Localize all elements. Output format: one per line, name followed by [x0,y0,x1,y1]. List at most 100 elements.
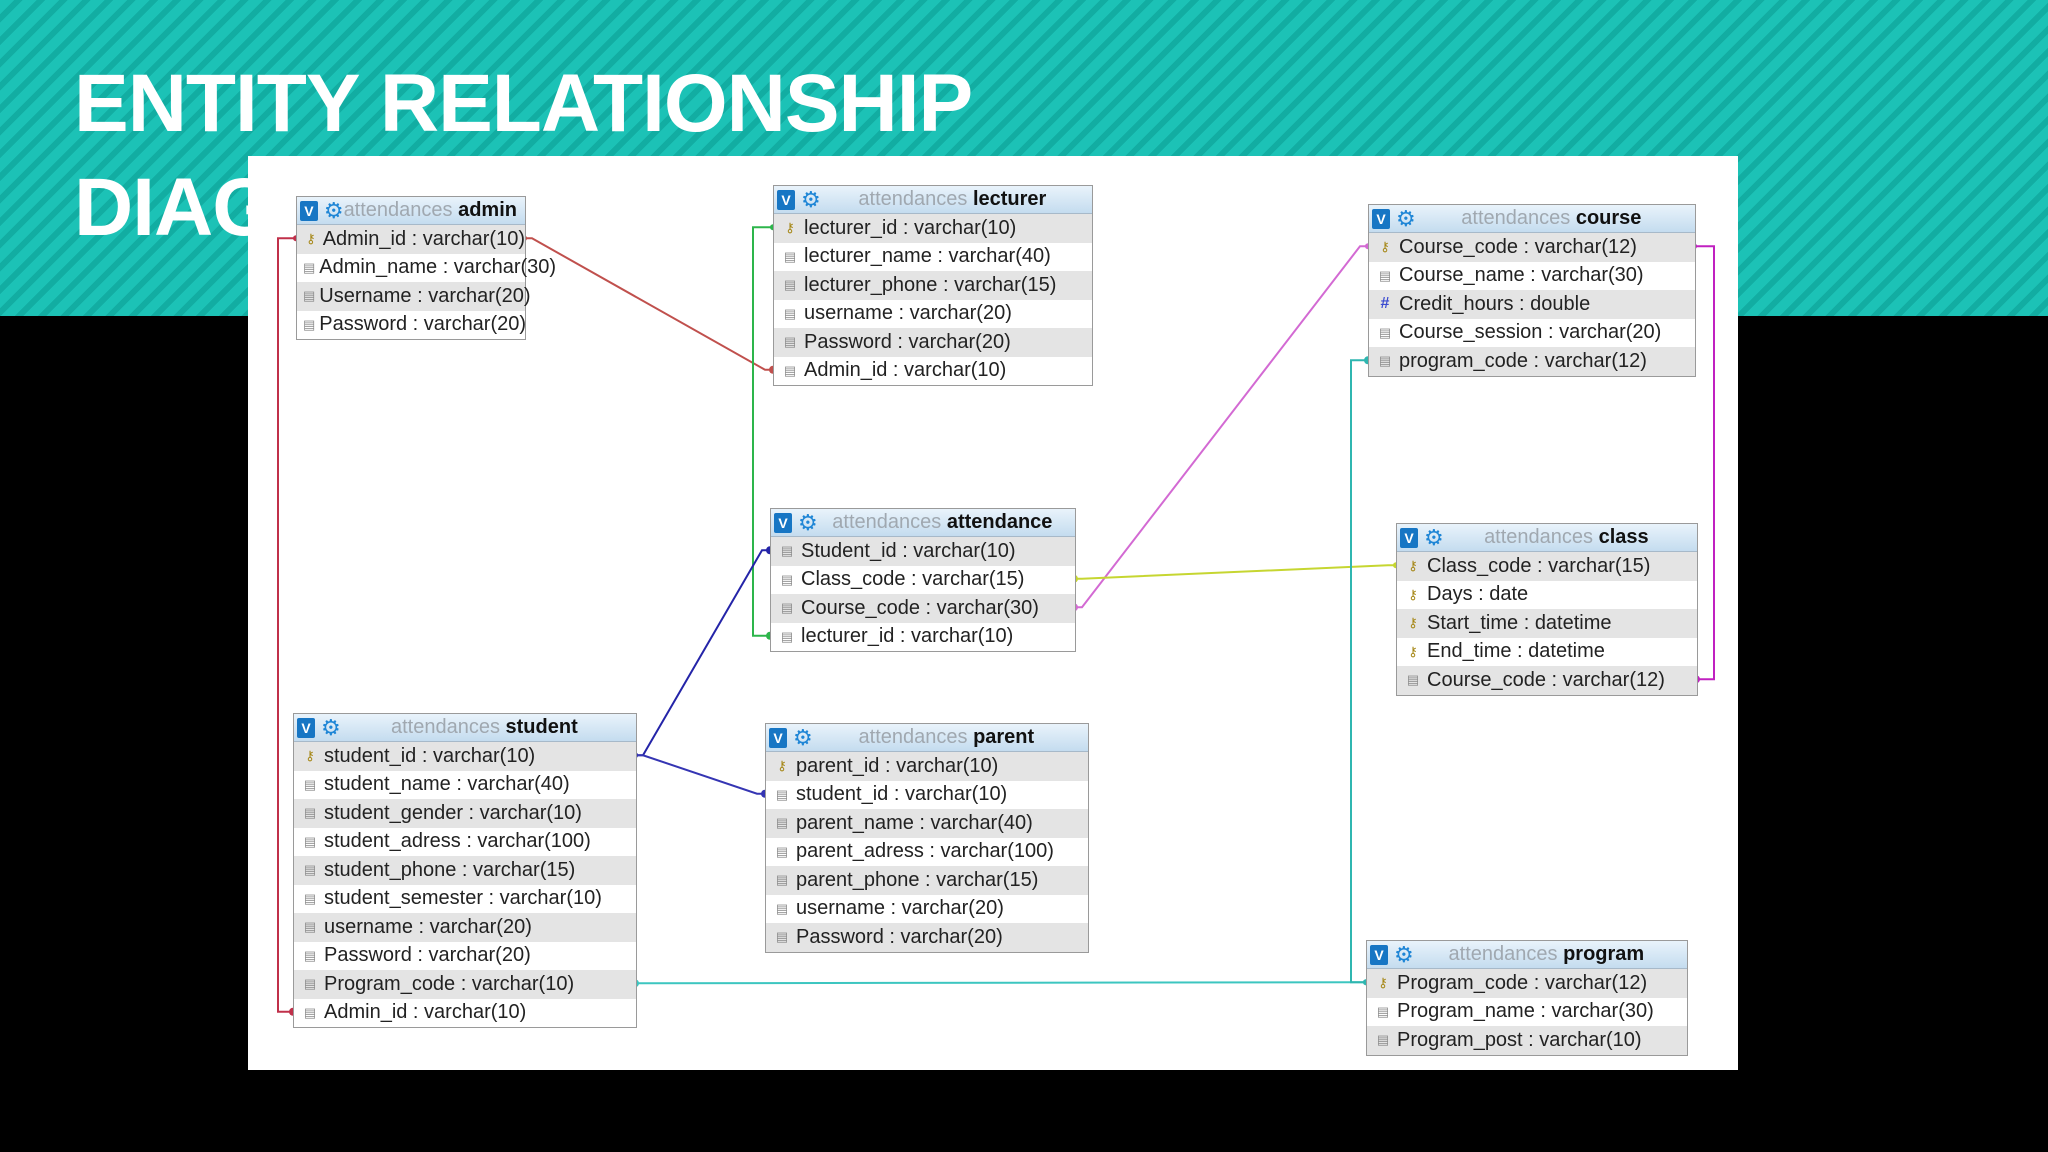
gear-icon[interactable]: ⚙ [321,714,341,740]
field-label: Password : varchar(20) [319,313,527,336]
field-row[interactable]: ▤Admin_id : varchar(10) [774,357,1092,386]
gear-icon[interactable]: ⚙ [793,724,813,750]
table-name: parent [973,726,1035,748]
field-row[interactable]: ▤Password : varchar(20) [294,942,636,971]
field-row[interactable]: ▤ Program_post : varchar(10) [1367,1026,1687,1055]
database-name: attendances [1448,943,1564,965]
key-icon: ⚷ [305,748,315,764]
table-attendance[interactable]: V⚙attendances attendance▤Student_id : va… [770,508,1076,652]
field-row[interactable]: ⚷Course_code : varchar(12) [1369,233,1695,262]
field-row[interactable]: ▤parent_phone : varchar(15) [766,866,1088,895]
field-row[interactable]: ⚷Admin_id : varchar(10) [297,225,525,254]
gear-icon[interactable]: ⚙ [1396,205,1416,231]
field-row[interactable]: ▤Class_code : varchar(15) [771,566,1075,595]
table-class[interactable]: V⚙attendances class⚷Class_code : varchar… [1396,523,1698,696]
field-label: Program_post : varchar(10) [1397,1028,1642,1051]
field-row[interactable]: ⚷parent_id : varchar(10) [766,752,1088,781]
field-row[interactable]: ▤student_phone : varchar(15) [294,856,636,885]
field-label: parent_phone : varchar(15) [796,868,1039,891]
field-row[interactable]: ▤lecturer_id : varchar(10) [771,623,1075,652]
table-header[interactable]: V⚙attendances program [1367,941,1687,969]
field-row[interactable]: ▤Password : varchar(20) [766,923,1088,952]
field-row[interactable]: ▤student_semester : varchar(10) [294,885,636,914]
v-toggle-icon[interactable]: V [300,200,318,221]
column-icon: ▤ [1376,1032,1390,1048]
field-label: Program_code : varchar(10) [324,972,575,995]
table-header[interactable]: V⚙attendances admin [297,197,525,225]
gear-icon[interactable]: ⚙ [798,509,818,535]
field-row[interactable]: ▤parent_name : varchar(40) [766,809,1088,838]
gear-icon[interactable]: ⚙ [1424,524,1444,550]
v-toggle-icon[interactable]: V [774,512,792,533]
column-icon: ▤ [780,543,794,559]
field-row[interactable]: ▤Student_id : varchar(10) [771,537,1075,566]
field-row[interactable]: ▤username : varchar(20) [774,300,1092,329]
field-row[interactable]: ▤student_adress : varchar(100) [294,828,636,857]
field-row[interactable]: ▤username : varchar(20) [766,895,1088,924]
field-label: Password : varchar(20) [796,925,1003,948]
table-name: attendance [946,511,1053,533]
v-toggle-icon[interactable]: V [1370,944,1388,965]
field-row[interactable]: ⚷Start_time : datetime [1397,609,1697,638]
table-header[interactable]: V⚙attendances course [1369,205,1695,233]
field-row[interactable]: ▤Course_name : varchar(30) [1369,262,1695,291]
field-row[interactable]: ⚷Class_code : varchar(15) [1397,552,1697,581]
field-row[interactable]: ⚷Days : date [1397,581,1697,610]
field-row[interactable]: ▤Course_session : varchar(20) [1369,319,1695,348]
table-header[interactable]: V ⚙attendances student [294,714,636,742]
field-row[interactable]: ▤lecturer_name : varchar(40) [774,243,1092,272]
field-row[interactable]: ▤program_code : varchar(12) [1369,347,1695,376]
field-row[interactable]: ▤Username : varchar(20) [297,282,530,311]
field-row[interactable]: ▤Course_code : varchar(30) [771,594,1075,623]
table-header[interactable]: V⚙attendances lecturer [774,186,1092,214]
v-toggle-icon[interactable]: V [777,189,795,210]
table-header[interactable]: V⚙attendances attendance [771,509,1075,537]
field-row[interactable]: ▤Program_name : varchar(30) [1367,998,1687,1027]
table-course[interactable]: V⚙attendances course⚷Course_code : varch… [1368,204,1696,377]
field-label: Admin_id : varchar(10) [322,227,525,250]
field-label: Class_code : varchar(15) [801,568,1025,591]
field-row[interactable]: ⚷Program_code : varchar(12) [1367,969,1687,998]
gear-icon[interactable]: ⚙ [801,186,821,212]
field-row[interactable]: ▤Admin_id : varchar(10) [294,999,636,1028]
field-row[interactable]: ▤student_id : varchar(10) [766,781,1088,810]
table-header[interactable]: V⚙attendances parent [766,724,1088,752]
field-label: lecturer_id : varchar(10) [801,625,1014,648]
table-header[interactable]: V⚙attendances class [1397,524,1697,552]
v-toggle-icon[interactable]: V [297,717,315,738]
field-label: Admin_id : varchar(10) [804,359,1007,382]
field-row[interactable]: ▤Course_code : varchar(12) [1397,666,1697,695]
column-icon: ▤ [775,815,789,831]
v-toggle-icon[interactable]: V [1400,527,1418,548]
field-row[interactable]: ▤student_name : varchar(40) [294,771,636,800]
field-row[interactable]: ▤parent_adress : varchar(100) [766,838,1088,867]
table-name: course [1575,207,1642,229]
field-row[interactable]: ▤Admin_name : varchar(30) [297,254,556,283]
field-label: Program_code : varchar(12) [1397,971,1648,994]
gear-icon[interactable]: ⚙ [323,197,344,223]
field-row[interactable]: ▤lecturer_phone : varchar(15) [774,271,1092,300]
v-toggle-icon[interactable]: V [769,727,787,748]
field-row[interactable]: ⚷student_id : varchar(10) [294,742,636,771]
column-icon: ▤ [303,316,316,332]
table-title: attendances student [341,716,636,739]
field-row[interactable]: ▤Password : varchar(20) [774,328,1092,357]
key-icon: ⚷ [1380,239,1390,255]
table-student[interactable]: V ⚙attendances student ⚷student_id : varch… [293,713,637,1028]
field-label: parent_adress : varchar(100) [796,840,1054,863]
v-toggle-icon[interactable]: V [1372,208,1390,229]
field-row[interactable]: ▤Password : varchar(20) [297,311,527,340]
field-row[interactable]: ▤username : varchar(20) [294,913,636,942]
gear-icon[interactable]: ⚙ [1394,941,1414,967]
field-row[interactable]: ⚷End_time : datetime [1397,638,1697,667]
table-lecturer[interactable]: V⚙attendances lecturer⚷lecturer_id : var… [773,185,1093,386]
table-parent[interactable]: V⚙attendances parent⚷parent_id : varchar… [765,723,1089,953]
field-label: Course_name : varchar(30) [1399,264,1644,287]
field-row[interactable]: ▤Program_code : varchar(10) [294,970,636,999]
column-icon: ▤ [780,600,794,616]
table-program[interactable]: V⚙attendances program⚷Program_code : var… [1366,940,1688,1056]
field-row[interactable]: #Credit_hours : double [1369,290,1695,319]
table-admin[interactable]: V⚙attendances admin⚷Admin_id : varchar(1… [296,196,556,340]
field-row[interactable]: ▤student_gender : varchar(10) [294,799,636,828]
field-row[interactable]: ⚷lecturer_id : varchar(10) [774,214,1092,243]
